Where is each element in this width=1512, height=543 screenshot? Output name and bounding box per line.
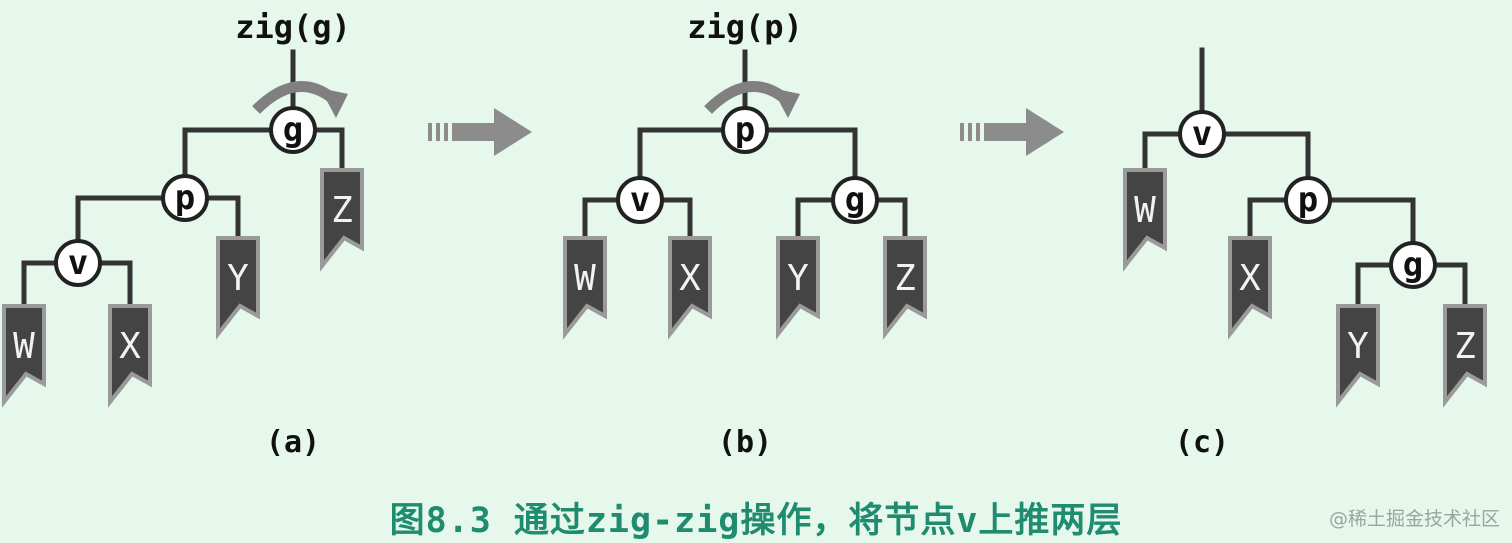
subtree-shape <box>1 304 46 408</box>
tree-edges <box>1142 47 1468 309</box>
subtree-shape <box>883 236 927 340</box>
tree-edge <box>75 195 166 244</box>
node-label: v <box>1192 114 1212 154</box>
subtree-leaf-Y: Y <box>1336 304 1380 408</box>
subtree-label: Y <box>1347 326 1369 367</box>
tree-edge <box>204 195 241 241</box>
tree-edge <box>21 260 59 309</box>
panel-a: zig(g) g p vW X Y Z (a) <box>1 8 364 460</box>
node-circle <box>54 239 102 287</box>
subtree-leaf-Z: Z <box>1443 304 1487 408</box>
node-circle <box>721 106 769 154</box>
tree-node-v: v <box>54 239 102 287</box>
subtree-leaf-W: W <box>563 236 607 340</box>
tree-node-v: v <box>1178 110 1226 158</box>
tree-edge <box>1247 197 1289 241</box>
node-label: v <box>68 243 88 283</box>
rotation-arrow-icon <box>704 80 800 118</box>
node-label: p <box>1298 180 1318 220</box>
tree-edge <box>1355 262 1394 309</box>
subtree-shape <box>1336 304 1380 408</box>
tree-node-g: g <box>1389 241 1437 289</box>
node-circle <box>831 176 879 224</box>
watermark: @稀土掘金技术社区 <box>1328 508 1500 530</box>
panel-label: (c) <box>1175 425 1229 460</box>
figure-caption: 图8.3 通过zig-zig操作，将节点v上推两层 <box>389 501 1123 541</box>
subtree-shape <box>1228 236 1272 340</box>
node-label: g <box>283 110 303 150</box>
subtree-label: X <box>1239 258 1261 299</box>
subtree-label: Y <box>227 258 249 299</box>
node-circle <box>1389 241 1437 289</box>
subtree-leaf-Z: Z <box>883 236 927 340</box>
subtree-label: X <box>679 258 701 299</box>
tree-edge <box>659 197 693 241</box>
subtree-leaf-W: W <box>1123 168 1167 272</box>
operation-label: zig(g) <box>235 8 351 46</box>
subtree-leaf-Z: Z <box>320 168 364 272</box>
subtree-shape <box>776 236 820 340</box>
panel-b: zig(p) p v gW X Y Z (b) <box>563 8 927 460</box>
subtree-label: Z <box>894 258 916 299</box>
subtree-shape <box>108 304 152 408</box>
subtree-leaf-Y: Y <box>776 236 820 340</box>
tree-node-p: p <box>1284 176 1332 224</box>
tree-edge <box>1142 131 1183 173</box>
node-label: g <box>845 180 865 220</box>
subtree-label: W <box>1134 190 1156 231</box>
tree-edge <box>1327 197 1416 246</box>
subtree-leaf-Y: Y <box>216 236 260 340</box>
operation-label: zig(p) <box>687 8 803 46</box>
tree-edge <box>97 260 133 309</box>
panel-label: (b) <box>718 425 772 460</box>
node-circle <box>269 106 317 154</box>
subtree-shape <box>216 236 260 340</box>
subtree-leaf-W: W <box>1 304 46 408</box>
subtree-shape <box>563 236 607 340</box>
node-label: p <box>175 178 195 218</box>
subtree-shape <box>668 236 712 340</box>
subtree-shape <box>1123 168 1167 272</box>
tree-edge <box>764 127 858 181</box>
tree-edge <box>582 197 621 241</box>
subtree-shape <box>320 168 364 272</box>
panel-label: (a) <box>266 425 320 460</box>
rotation-arrow-icon <box>252 80 348 118</box>
node-label: g <box>1403 245 1423 285</box>
tree-node-v: v <box>616 176 664 224</box>
transition-arrow-icon <box>960 108 1064 156</box>
node-circle <box>616 176 664 224</box>
tree-node-p: p <box>161 174 209 222</box>
subtree-leaf-X: X <box>108 304 152 408</box>
node-circle <box>161 174 209 222</box>
tree-node-g: g <box>831 176 879 224</box>
tree-edge <box>182 127 274 179</box>
tree-node-p: p <box>721 106 769 154</box>
tree-edge <box>795 197 836 241</box>
subtree-label: X <box>119 326 141 367</box>
node-circle <box>1178 110 1226 158</box>
tree-edges <box>582 49 908 241</box>
subtree-label: Z <box>1454 326 1476 367</box>
node-circle <box>1284 176 1332 224</box>
subtree-label: W <box>574 258 596 299</box>
tree-edge <box>312 127 345 173</box>
subtree-label: W <box>13 326 35 367</box>
subtree-label: Z <box>331 190 353 231</box>
transition-arrow-icon <box>428 108 532 156</box>
tree-edge <box>1432 262 1468 309</box>
tree-edge <box>637 127 726 181</box>
panel-c: v p g W X Y Z (c) <box>1123 47 1487 460</box>
node-label: p <box>735 110 755 150</box>
tree-node-g: g <box>269 106 317 154</box>
tree-edges <box>21 49 345 309</box>
node-label: v <box>630 180 650 220</box>
tree-edge <box>1221 131 1311 181</box>
subtree-leaf-X: X <box>1228 236 1272 340</box>
subtree-shape <box>1443 304 1487 408</box>
subtree-label: Y <box>787 258 809 299</box>
subtree-leaf-X: X <box>668 236 712 340</box>
tree-edge <box>874 197 908 241</box>
